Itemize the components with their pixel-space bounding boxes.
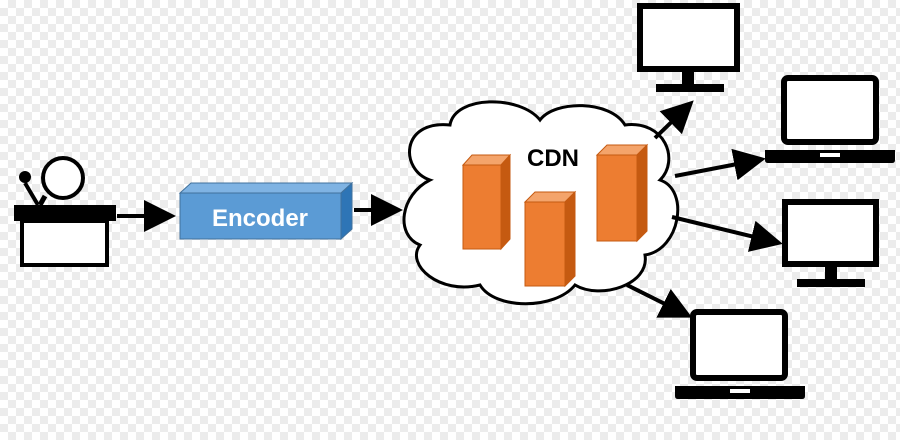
server-icon	[595, 143, 649, 243]
arrow-icon	[626, 283, 693, 318]
monitor-icon	[782, 199, 879, 287]
cdn-label: CDN	[527, 145, 579, 172]
arrow-icon	[671, 215, 783, 252]
arrow-icon	[674, 148, 766, 181]
encoder-label: Encoder	[212, 205, 308, 232]
encoder-box: Encoder	[178, 181, 354, 241]
server-icon	[523, 190, 577, 288]
server-icon	[461, 153, 512, 251]
laptop-icon	[765, 75, 895, 163]
arrow-icon	[653, 100, 694, 140]
presenter-icon	[14, 156, 116, 267]
laptop-icon	[675, 309, 805, 399]
monitor-icon	[637, 3, 740, 92]
